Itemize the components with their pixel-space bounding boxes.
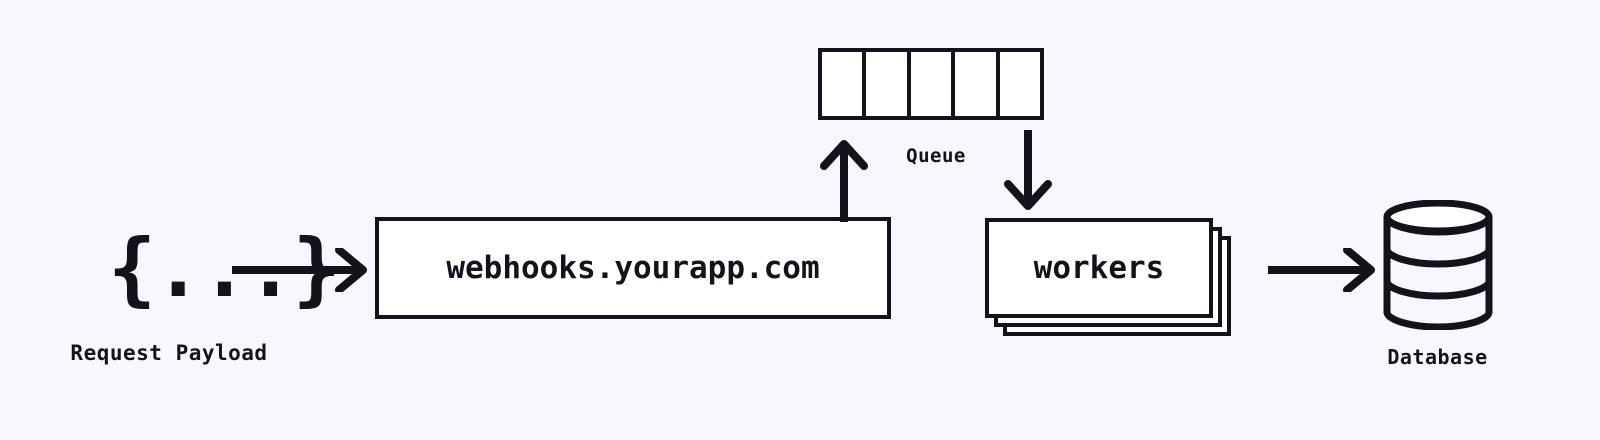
database-label: Database (1387, 345, 1488, 369)
queue-label: Queue (906, 145, 966, 167)
queue-cell (866, 52, 911, 116)
workers-label: workers (1033, 250, 1165, 286)
request-payload-glyph: {...} (108, 222, 341, 315)
queue-box[interactable] (818, 48, 1044, 120)
arrow-up-icon (818, 140, 870, 222)
request-payload-label: Request Payload (70, 341, 268, 365)
database-cylinder-icon[interactable] (1378, 199, 1498, 331)
queue-cell (822, 52, 867, 116)
arrow-right-icon (232, 246, 372, 294)
queue-cell (910, 52, 956, 116)
workers-stack[interactable]: workers (985, 218, 1231, 336)
queue-cell (955, 52, 1000, 116)
worker-card-front[interactable]: workers (985, 218, 1213, 318)
webhooks-endpoint-box[interactable]: webhooks.yourapp.com (375, 217, 891, 319)
arrow-right-icon (1240, 246, 1380, 294)
queue-cell (999, 52, 1041, 116)
arrow-down-icon (1002, 130, 1054, 210)
webhooks-endpoint-label: webhooks.yourapp.com (446, 250, 820, 286)
